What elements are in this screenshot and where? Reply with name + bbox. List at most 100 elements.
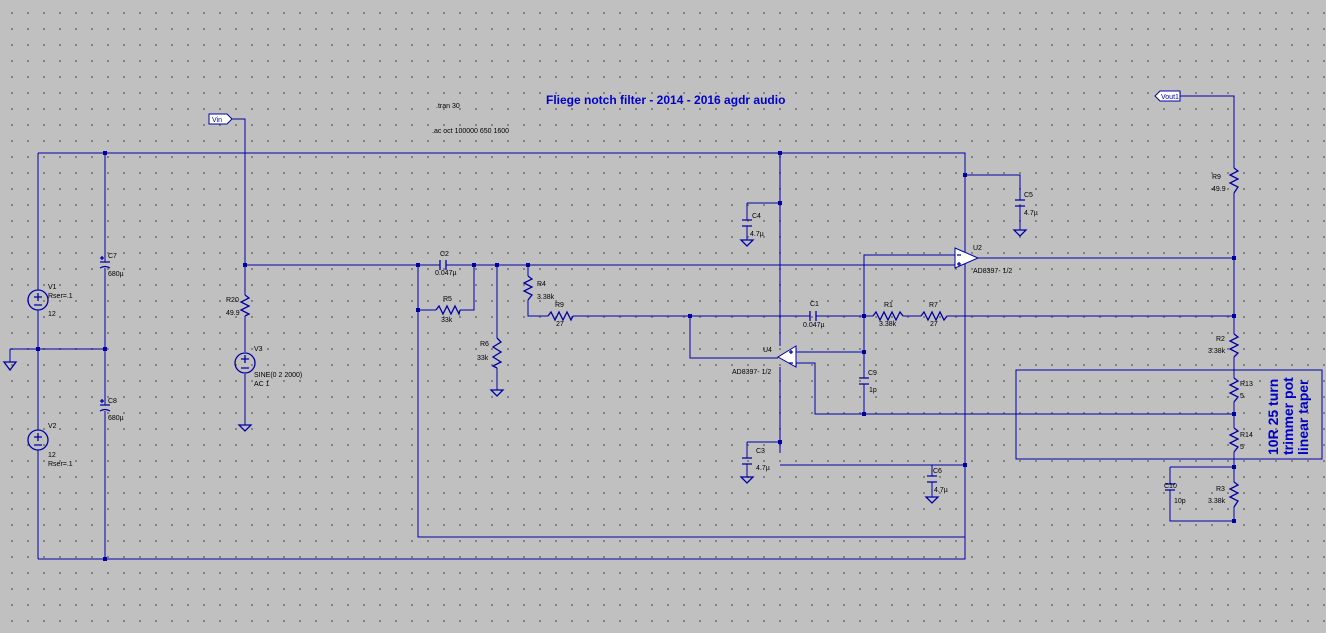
tran-directive[interactable]: .tran 30 <box>436 103 460 110</box>
c10-value: 10p <box>1174 498 1186 505</box>
c4-name: C4 <box>752 213 761 220</box>
junction-dots <box>36 151 1236 561</box>
r3-value: 3.38k <box>1208 498 1226 505</box>
u4-opamp[interactable]: U4 AD8397- 1/2 <box>732 345 797 376</box>
r9-49-resistor[interactable]: R9 49.9 <box>1212 167 1240 194</box>
r9b-name: R9 <box>1212 174 1221 181</box>
v1-name: V1 <box>48 284 57 291</box>
r3-resistor[interactable]: R3 3.38k <box>1208 481 1240 508</box>
r9a-value: 27 <box>556 321 564 328</box>
u2-name: U2 <box>973 245 982 252</box>
c7-name: C7 <box>108 253 117 260</box>
ground-symbol <box>489 389 505 397</box>
trimmer-annotation-text: 10R 25 turn trimmer pot linear taper <box>1265 377 1311 455</box>
r9-27-resistor[interactable]: R9 27 <box>547 302 574 328</box>
ground-symbol <box>1012 229 1028 237</box>
v2-value: 12 <box>48 452 56 459</box>
c8-name: C8 <box>108 398 117 405</box>
ground-symbol <box>739 239 755 247</box>
v1-source[interactable]: V1 Rser=.1 12 <box>27 284 73 318</box>
r5-name: R5 <box>443 296 452 303</box>
r4-name: R4 <box>537 281 546 288</box>
v3-name: V3 <box>254 346 263 353</box>
v3-value: SINE(0 2 2000) <box>254 372 302 379</box>
r6-name: R6 <box>480 341 489 348</box>
r2-value: 3.38k <box>1208 348 1226 355</box>
c9-capacitor[interactable]: C9 1p <box>859 370 877 394</box>
c7-value: 680µ <box>108 271 124 278</box>
r3-name: R3 <box>1216 486 1225 493</box>
r1-name: R1 <box>884 302 893 309</box>
c6-capacitor[interactable]: C6 4.7µ <box>927 468 948 494</box>
c9-value: 1p <box>869 387 877 394</box>
r4-value: 3.38k <box>537 294 555 301</box>
r2-resistor[interactable]: R2 3.38k <box>1208 333 1240 358</box>
ground-symbol <box>2 361 18 372</box>
v2-source[interactable]: V2 12 Rser=.1 <box>27 423 73 468</box>
r14-resistor[interactable]: R14 5 <box>1228 427 1253 453</box>
vin-label-text: Vin <box>212 117 222 124</box>
trimmer-annotation-line-2: trimmer pot <box>1280 377 1296 455</box>
vout-net-label[interactable]: Vout1 <box>1154 90 1181 102</box>
r9a-name: R9 <box>555 302 564 309</box>
c8-value: 680µ <box>108 415 124 422</box>
u2-opamp[interactable]: U2 AD8397- 1/2 <box>954 245 1012 275</box>
c4-value: 4.7µ <box>750 231 764 238</box>
c2-capacitor[interactable]: C2 0.047µ <box>435 251 457 277</box>
u2-model: AD8397- 1/2 <box>973 268 1012 275</box>
r5-value: 33k <box>441 317 453 324</box>
r6-resistor[interactable]: R6 33k <box>477 337 503 369</box>
r20-value: 49.9 <box>226 310 240 317</box>
c10-capacitor[interactable]: C10 10p <box>1164 483 1186 505</box>
v3-ac: AC 1 <box>254 381 270 388</box>
c5-name: C5 <box>1024 192 1033 199</box>
ground-symbol <box>924 496 940 504</box>
c3-value: 4.7µ <box>756 465 770 472</box>
r1-value: 3.38k <box>879 321 897 328</box>
v3-source[interactable]: V3 SINE(0 2 2000) AC 1 <box>234 346 302 388</box>
c3-capacitor[interactable]: C3 4.7µ <box>742 448 770 472</box>
schematic-title: Fliege notch filter - 2014 - 2016 agdr a… <box>546 93 785 107</box>
c7-capacitor[interactable]: C7 680µ <box>99 253 124 278</box>
c5-capacitor[interactable]: C5 4.7µ <box>1015 192 1038 217</box>
r5-resistor[interactable]: R5 33k <box>435 296 461 324</box>
r20-name: R20 <box>226 297 239 304</box>
v2-rser: Rser=.1 <box>48 461 73 468</box>
c8-capacitor[interactable]: C8 680µ <box>99 398 124 422</box>
r14-value: 5 <box>1240 444 1244 451</box>
vin-net-label[interactable]: Vin <box>208 113 233 125</box>
ground-symbol <box>237 424 253 432</box>
c10-name: C10 <box>1164 483 1177 490</box>
r4-resistor[interactable]: R4 3.38k <box>522 275 555 301</box>
ac-directive[interactable]: .ac oct 100000 650 1600 <box>432 128 509 135</box>
r20-resistor[interactable]: R20 49.9 <box>226 294 251 317</box>
r6-value: 33k <box>477 355 489 362</box>
c4-capacitor[interactable]: C4 4.7µ <box>742 213 764 238</box>
r7-value: 27 <box>930 321 938 328</box>
c1-capacitor[interactable]: C1 0.047µ <box>803 301 825 329</box>
v1-value: 12 <box>48 311 56 318</box>
r13-value: 5 <box>1240 393 1244 400</box>
r13-resistor[interactable]: R13 5 <box>1228 377 1253 403</box>
r1-resistor[interactable]: R1 3.38k <box>872 302 904 328</box>
c2-value: 0.047µ <box>435 270 457 277</box>
r13-name: R13 <box>1240 381 1253 388</box>
trimmer-annotation-line-3: linear taper <box>1295 379 1311 455</box>
trimmer-annotation-line-1: 10R 25 turn <box>1265 379 1281 455</box>
wires <box>9 95 1235 560</box>
v1-rser: Rser=.1 <box>48 293 73 300</box>
c1-name: C1 <box>810 301 819 308</box>
c9-name: C9 <box>868 370 877 377</box>
r7-resistor[interactable]: R7 27 <box>920 302 948 328</box>
vout-label-text: Vout1 <box>1161 94 1179 101</box>
c2-name: C2 <box>440 251 449 258</box>
c6-name: C6 <box>933 468 942 475</box>
u4-model: AD8397- 1/2 <box>732 369 771 376</box>
r9b-value: 49.9 <box>1212 186 1226 193</box>
r14-name: R14 <box>1240 432 1253 439</box>
u4-name: U4 <box>763 347 772 354</box>
c5-value: 4.7µ <box>1024 210 1038 217</box>
r2-name: R2 <box>1216 336 1225 343</box>
ground-symbol <box>739 476 755 484</box>
